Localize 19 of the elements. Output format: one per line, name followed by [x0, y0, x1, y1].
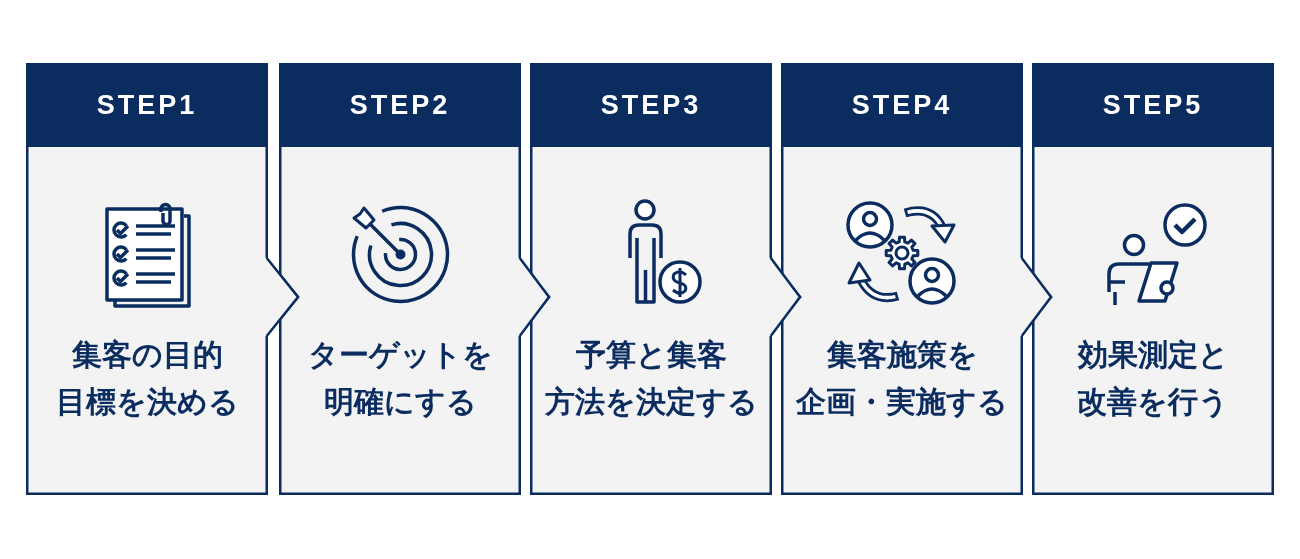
step-description: 集客の目的目標を決める	[54, 336, 240, 421]
step-description: 予算と集客方法を決定する	[543, 336, 759, 421]
step-heading: STEP1	[26, 63, 268, 147]
chevron-arrow	[1020, 256, 1053, 338]
step-panel	[279, 63, 521, 495]
chevron-arrow	[265, 256, 300, 338]
step-panel	[781, 63, 1023, 495]
step-description: 集客施策を企画・実施する	[795, 336, 1009, 421]
step-panel	[26, 63, 268, 495]
step-heading: STEP5	[1032, 63, 1274, 147]
step-heading: STEP3	[530, 63, 772, 147]
step-panel	[530, 63, 772, 495]
step-heading: STEP4	[781, 63, 1023, 147]
step-panel	[1032, 63, 1274, 495]
chevron-arrow	[769, 256, 802, 338]
step-heading: STEP2	[279, 63, 521, 147]
step-description: ターゲットを明確にする	[306, 336, 494, 421]
chevron-arrow	[518, 256, 551, 338]
step-description: 効果測定と改善を行う	[1076, 336, 1230, 421]
